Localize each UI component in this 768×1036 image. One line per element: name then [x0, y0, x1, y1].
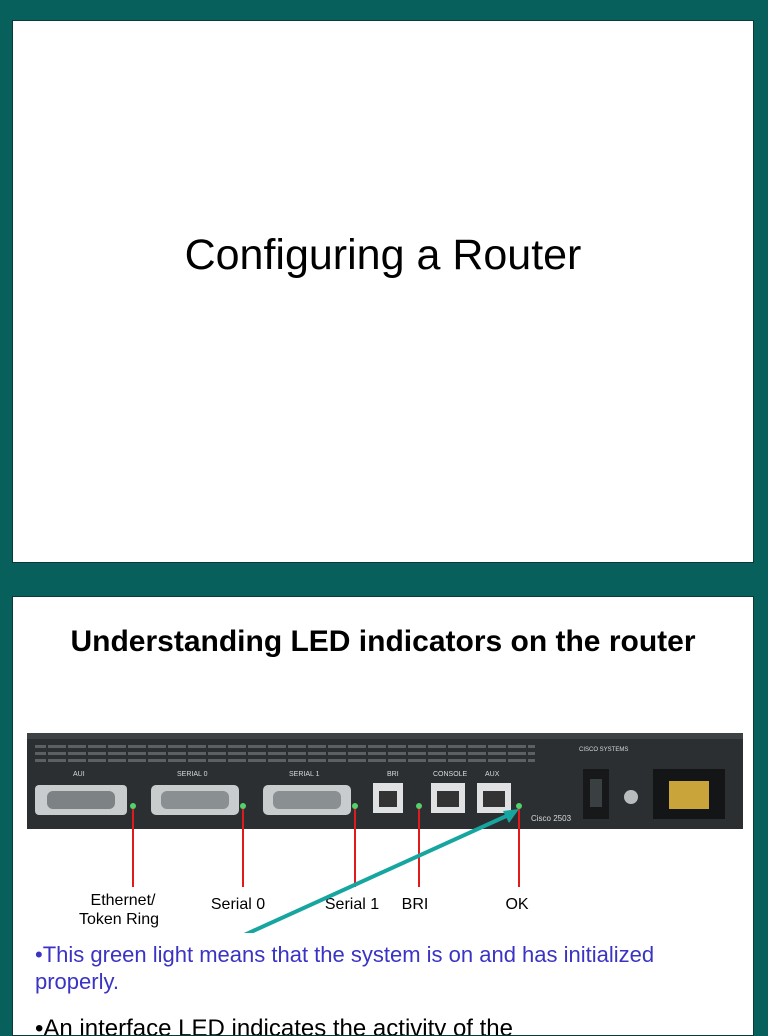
serial0-port	[151, 785, 239, 815]
callout-bri: BRI	[402, 896, 429, 913]
router-back-panel-figure: AUI SERIAL 0 SERIAL 1 BRI CONSOLE AUX Ci…	[27, 733, 743, 933]
slide-title-text: Configuring a Router	[184, 231, 582, 279]
led-bri	[416, 803, 422, 809]
led-ok	[516, 803, 522, 809]
aux-port	[477, 783, 511, 813]
label-serial0: SERIAL 0	[177, 771, 208, 778]
callout-ethernet-line1: Ethernet/	[91, 892, 156, 909]
label-aui: AUI	[73, 771, 85, 778]
ground-screw	[624, 790, 638, 804]
label-console: CONSOLE	[433, 771, 468, 778]
label-serial1: SERIAL 1	[289, 771, 320, 778]
pointer-arrowhead	[503, 809, 519, 823]
label-model: Cisco 2503	[531, 814, 572, 823]
pointer-arrow	[243, 811, 514, 933]
slide-led-indicators: Understanding LED indicators on the rout…	[12, 596, 754, 1036]
slide-heading: Understanding LED indicators on the rout…	[70, 625, 696, 658]
led-serial1	[352, 803, 358, 809]
label-vendor: CISCO SYSTEMS	[579, 747, 628, 753]
bri-port	[373, 783, 403, 813]
callout-serial0: Serial 0	[211, 896, 265, 913]
callout-serial1: Serial 1	[325, 896, 379, 913]
slide-title: Configuring a Router	[12, 20, 754, 563]
led-ethernet	[130, 803, 136, 809]
callout-ok: OK	[505, 896, 528, 913]
aui-port	[35, 785, 127, 815]
note-green-light: •This green light means that the system …	[35, 942, 655, 994]
serial1-port	[263, 785, 351, 815]
callout-ethernet-line2: Token Ring	[79, 911, 159, 928]
label-bri: BRI	[387, 771, 399, 778]
note-interface-led: •An interface LED indicates the activity…	[35, 1015, 513, 1036]
label-aux: AUX	[485, 771, 500, 778]
console-port	[431, 783, 465, 813]
led-serial0	[240, 803, 246, 809]
